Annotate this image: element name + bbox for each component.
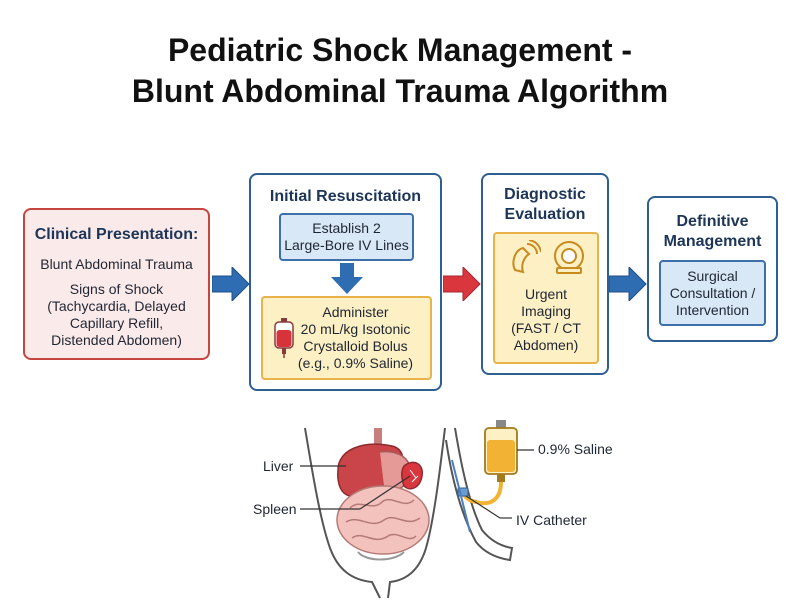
iv-bag-icon [484, 420, 518, 482]
diagnostic-heading: Diagnostic Evaluation [483, 185, 607, 225]
ultrasound-probe-icon [512, 240, 541, 274]
ct-scanner-icon [554, 241, 584, 274]
page-title: Pediatric Shock Management - Blunt Abdom… [0, 30, 800, 112]
diagnostic-heading-line: Diagnostic [504, 186, 586, 203]
iv-lines-box: Establish 2 Large-Bore IV Lines [279, 213, 414, 261]
bolus-line: Crystalloid Bolus [303, 338, 408, 354]
title-line-1: Pediatric Shock Management - [167, 32, 633, 68]
surgical-box: Surgical Consultation / Intervention [659, 260, 766, 326]
arrow-clinical-to-resuscitation [212, 267, 250, 301]
signs-line: Capillary Refill, [69, 315, 164, 331]
bolus-line: (e.g., 0.9% Saline) [297, 355, 414, 371]
initial-resuscitation-box: Initial Resuscitation Establish 2 Large-… [249, 173, 442, 391]
clinical-heading: Clinical Presentation: [34, 226, 199, 243]
liver-label: Liver [263, 458, 294, 474]
bolus-box: Administer 20 mL/kg Isotonic Crystalloid… [261, 296, 432, 380]
clinical-line-1: Blunt Abdominal Trauma [40, 256, 193, 272]
surgical-line: Surgical [687, 267, 738, 284]
catheter-leader [465, 495, 501, 519]
arrow-diagnostic-to-definitive [609, 267, 647, 301]
imaging-box: Urgent Imaging (FAST / CT Abdomen) [493, 232, 599, 364]
clinical-presentation-box: Clinical Presentation: Blunt Abdominal T… [23, 208, 210, 360]
surgical-line: Consultation / [669, 284, 756, 301]
down-arrow [331, 263, 363, 294]
signs-line: Signs of Shock [69, 281, 164, 297]
saline-label: 0.9% Saline [538, 441, 613, 457]
spleen-label: Spleen [253, 501, 297, 517]
diagnostic-heading-line: Evaluation [504, 206, 586, 223]
pelvis [357, 551, 405, 561]
iv-lines-line: Large-Bore IV Lines [284, 237, 409, 253]
bolus-line: Administer [322, 304, 389, 320]
diagnostic-evaluation-box: Diagnostic Evaluation Urgent Imaging (FA… [481, 173, 609, 375]
clinical-signs: Signs of Shock (Tachycardia, Delayed Cap… [25, 281, 208, 349]
blood-bag-icon [274, 318, 294, 358]
bolus-line: 20 mL/kg Isotonic [300, 321, 411, 337]
title-line-2: Blunt Abdominal Trauma Algorithm [131, 73, 669, 109]
spleen [400, 461, 423, 490]
definitive-heading: Definitive Management [649, 212, 776, 252]
signs-line: (Tachycardia, Delayed [47, 298, 186, 314]
resuscitation-heading: Initial Resuscitation [269, 188, 422, 205]
definitive-management-box: Definitive Management Surgical Consultat… [647, 196, 778, 342]
surgical-line: Intervention [675, 301, 750, 318]
definitive-heading-line: Definitive [676, 213, 749, 230]
imaging-line: Abdomen) [513, 337, 579, 353]
definitive-heading-line: Management [663, 233, 762, 250]
iv-lines-line: Establish 2 [312, 220, 381, 236]
imaging-line: (FAST / CT [511, 320, 581, 336]
imaging-line: Imaging [521, 303, 571, 319]
arrow-resuscitation-to-diagnostic [443, 267, 481, 301]
catheter-label: IV Catheter [516, 512, 587, 528]
signs-line: Distended Abdomen) [51, 332, 182, 348]
imaging-line: Urgent [524, 286, 568, 302]
torso-outline [304, 427, 381, 599]
